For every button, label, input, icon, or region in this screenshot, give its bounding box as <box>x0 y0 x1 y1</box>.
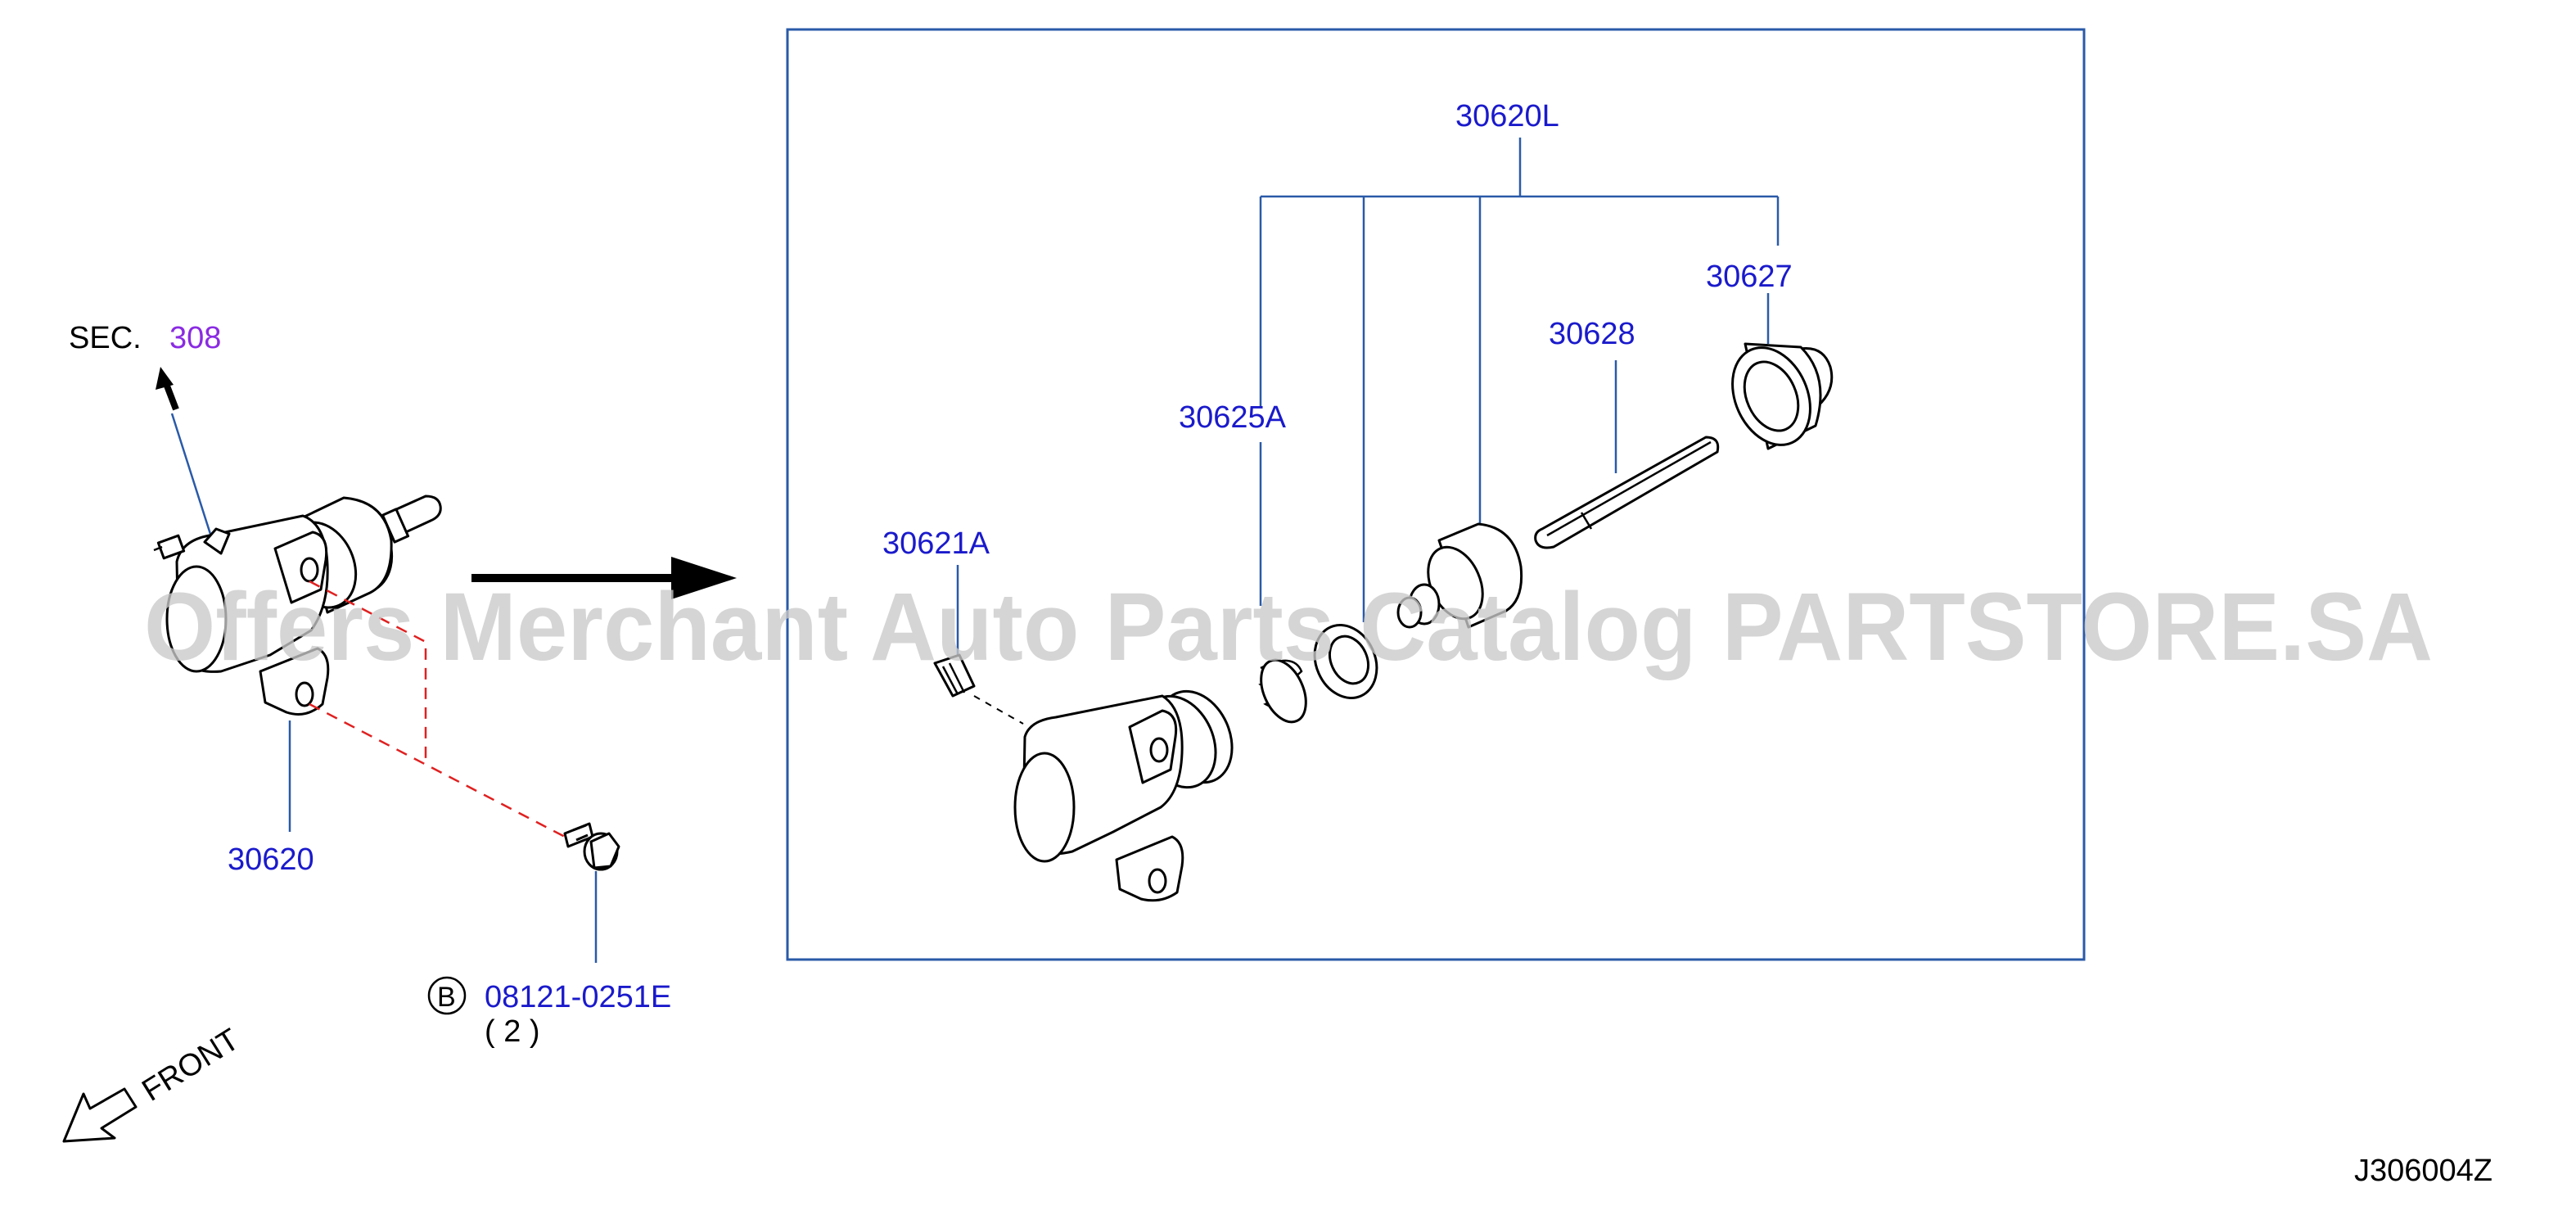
push-rod-icon <box>1534 436 1720 549</box>
kit-bracket <box>1259 138 1780 622</box>
detail-frame <box>786 28 2086 961</box>
part-label-30628[interactable]: 30628 <box>1549 317 1635 351</box>
section-ref-link[interactable]: 308 <box>169 321 221 355</box>
bolt-icon <box>563 822 620 871</box>
part-label-30621A[interactable]: 30621A <box>882 526 990 561</box>
part-label-30620L[interactable]: 30620L <box>1455 99 1559 133</box>
piston-icon <box>1396 522 1523 629</box>
leader-section <box>170 413 216 548</box>
bolt-path-dashed <box>309 580 566 838</box>
section-arrow-icon <box>156 367 179 411</box>
watermark: Offers Merchant Auto Parts Catalog PARTS… <box>144 573 2433 681</box>
section-prefix: SEC. <box>69 321 142 355</box>
part-label-30627[interactable]: 30627 <box>1706 260 1793 294</box>
front-label: FRONT <box>137 1023 246 1109</box>
detail-arrow-icon <box>471 557 737 599</box>
bolt-quantity: ( 2 ) <box>485 1014 540 1049</box>
part-label-bolt[interactable]: 08121-0251E <box>485 980 671 1014</box>
spring-icon <box>1258 658 1307 724</box>
operating-cylinder-assembly <box>153 495 442 716</box>
cylinder-body-icon <box>1013 689 1234 902</box>
seal-ring-icon <box>1313 623 1378 700</box>
part-label-30625A[interactable]: 30625A <box>1179 400 1287 435</box>
dust-cover-icon <box>1731 342 1834 450</box>
bleeder-icon <box>933 653 1024 725</box>
bolt-circle-b: B <box>427 976 467 1015</box>
svg-text:B: B <box>437 982 456 1013</box>
figure-code: J306004Z <box>2354 1154 2493 1188</box>
front-direction-arrow-icon <box>62 1087 138 1143</box>
part-label-30620[interactable]: 30620 <box>228 842 314 877</box>
